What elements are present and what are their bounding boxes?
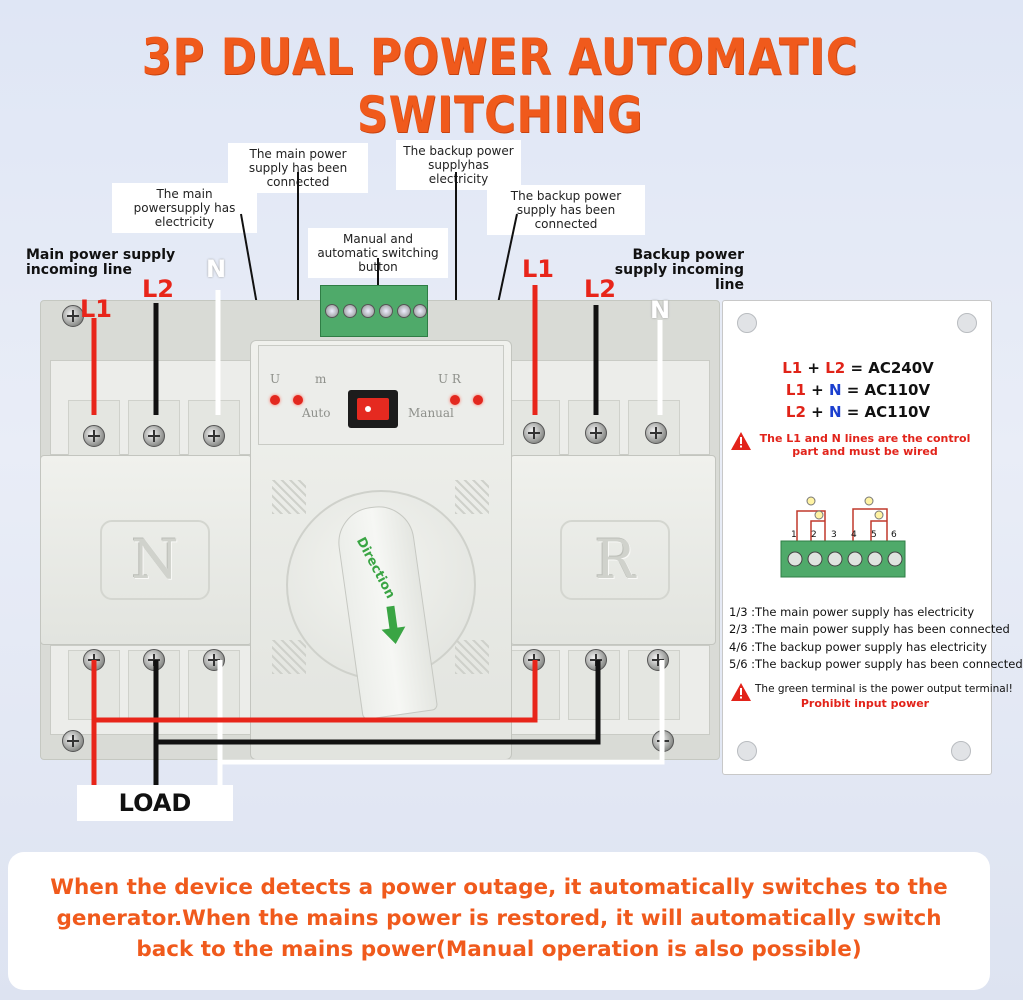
terminal-screw-icon[interactable]	[203, 425, 225, 447]
mount-screw-icon	[62, 730, 84, 752]
grip-hatch	[272, 480, 306, 514]
terminal-screw-icon[interactable]	[83, 425, 105, 447]
card-mount-hole	[957, 313, 977, 333]
mount-screw-icon	[652, 730, 674, 752]
mount-screw-icon	[62, 305, 84, 327]
backup-tiny-label: U R	[438, 372, 461, 386]
direction-label: Direction	[352, 535, 398, 602]
terminal-screw-icon	[413, 304, 427, 318]
callout-main-electricity: The main powersupply has electricity	[112, 183, 257, 233]
terminal-screw-icon	[397, 304, 411, 318]
terminal-screw-icon[interactable]	[523, 422, 545, 444]
terminal-screw-icon[interactable]	[83, 649, 105, 671]
main-connected-led	[293, 395, 303, 405]
warning-icon	[731, 432, 751, 450]
terminal-screw-icon[interactable]	[645, 422, 667, 444]
direction-arrow-icon	[381, 605, 406, 644]
terminal-screw-icon[interactable]	[647, 649, 669, 671]
backup-l1-label: L1	[522, 255, 554, 283]
backup-electricity-led	[450, 395, 460, 405]
main-electricity-led	[270, 395, 280, 405]
prohibit-input-text: Prohibit input power	[800, 697, 930, 710]
main-l2-label: L2	[142, 275, 174, 303]
callout-backup-connected: The backup power supply has been connect…	[487, 185, 645, 235]
card-mount-hole	[737, 313, 757, 333]
page-title: 3P DUAL POWER AUTOMATIC SWITCHING	[141, 28, 859, 144]
grip-hatch	[455, 640, 489, 674]
legend-line: 2/3 :The main power supply has been conn…	[729, 622, 1010, 636]
ats-device: N R U m U R Auto Manual Direction	[40, 285, 720, 760]
main-l1-label: L1	[80, 295, 112, 323]
terminal-screw-icon[interactable]	[143, 425, 165, 447]
terminal-screw-icon	[325, 304, 339, 318]
backup-incoming-label: Backup power supply incoming line	[614, 247, 744, 293]
main-emboss-letter: N	[100, 520, 210, 600]
card-mount-hole	[737, 741, 757, 761]
backup-l2-label: L2	[584, 275, 616, 303]
main-tiny-label-2: m	[315, 372, 327, 386]
formula-l1-l2: L1 + L2 = AC240V	[782, 359, 934, 377]
legend-line: 1/3 :The main power supply has electrici…	[729, 605, 975, 619]
terminal-screw-icon	[343, 304, 357, 318]
auto-label: Auto	[302, 406, 331, 420]
control-terminal-block	[320, 285, 428, 337]
main-side-cover	[40, 455, 252, 645]
backup-emboss-letter: R	[560, 520, 670, 600]
backup-connected-led	[473, 395, 483, 405]
load-label: LOAD	[77, 785, 233, 821]
rocker-switch-icon	[357, 398, 389, 420]
legend-line: 5/6 :The backup power supply has been co…	[729, 657, 1023, 671]
terminal-screw-icon[interactable]	[585, 422, 607, 444]
main-tiny-label: U	[270, 372, 281, 386]
leader-main-connected	[297, 172, 299, 398]
grip-hatch	[455, 480, 489, 514]
terminal-wiring-illustration	[780, 496, 906, 578]
terminal-screw-icon[interactable]	[203, 649, 225, 671]
manual-label: Manual	[408, 406, 454, 420]
description-text: When the device detects a power outage, …	[50, 875, 948, 962]
callout-backup-electricity: The backup power supplyhas electricity	[396, 140, 521, 190]
green-terminal-warning: The green terminal is the power output t…	[755, 683, 1013, 695]
backup-side-cover	[510, 455, 716, 645]
main-n-label: N	[206, 255, 227, 283]
terminal-screw-icon[interactable]	[143, 649, 165, 671]
manual-auto-switch-button[interactable]	[348, 390, 398, 428]
description-panel: When the device detects a power outage, …	[8, 852, 990, 990]
main-incoming-label: Main power supply incoming line	[26, 247, 176, 278]
warning-icon	[731, 683, 751, 701]
grip-hatch	[272, 640, 306, 674]
leader-backup-electricity	[455, 172, 457, 398]
terminal-screw-icon[interactable]	[523, 649, 545, 671]
terminal-screw-icon[interactable]	[585, 649, 607, 671]
terminal-screw-icon	[379, 304, 393, 318]
formula-l2-n: L2 + N = AC110V	[785, 403, 931, 421]
backup-n-label: N	[650, 296, 671, 324]
wiring-info-card: L1 + L2 = AC240V L1 + N = AC110V L2 + N …	[722, 300, 1023, 775]
formula-l1-n: L1 + N = AC110V	[785, 381, 931, 399]
control-warning-text: The L1 and N lines are the control part …	[759, 432, 971, 458]
terminal-screw-icon	[361, 304, 375, 318]
rotary-handle[interactable]: Direction	[333, 501, 439, 721]
card-mount-hole	[951, 741, 971, 761]
legend-line: 4/6 :The backup power supply has electri…	[729, 640, 987, 654]
